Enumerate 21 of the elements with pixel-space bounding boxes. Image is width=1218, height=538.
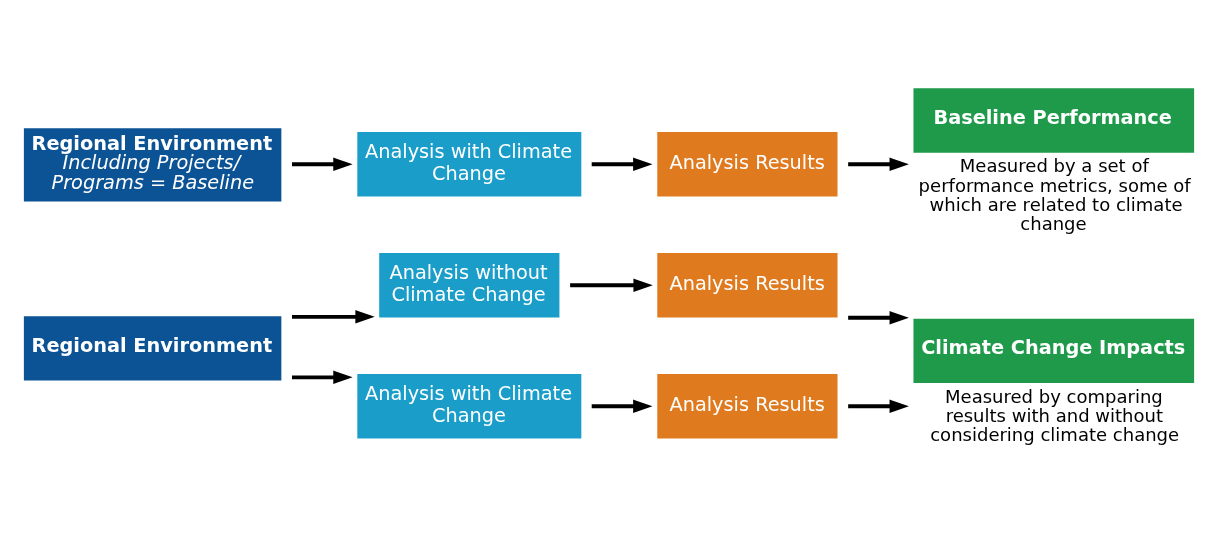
node-box: Regional Environment Including Projects/ Programs = Baseline	[23, 127, 282, 202]
node-box: Analysis without Climate Change	[379, 252, 560, 317]
arrow	[848, 399, 909, 413]
node-label: Measured by comparing results with and without considering climate change	[930, 385, 1180, 445]
node-box: Analysis Results	[657, 373, 838, 438]
node-box: Analysis with Climate Change	[357, 131, 582, 196]
node-box: Analysis with Climate Change	[357, 373, 582, 438]
node-label: Measured by a set of performance metrics, some of which are related to climate change	[918, 154, 1191, 234]
arrow	[848, 310, 909, 325]
node-box: Analysis Results	[657, 252, 838, 317]
arrow	[292, 156, 353, 171]
arrow	[591, 156, 653, 171]
arrow	[591, 399, 653, 413]
arrow	[292, 370, 353, 384]
arrow	[292, 309, 375, 324]
node-box: Baseline Performance	[913, 87, 1195, 153]
arrow	[848, 156, 909, 171]
arrow	[570, 278, 653, 292]
node-box: Regional Environment	[23, 315, 282, 381]
node-box: Analysis Results	[657, 131, 838, 196]
node-box: Climate Change Impacts	[913, 318, 1195, 383]
